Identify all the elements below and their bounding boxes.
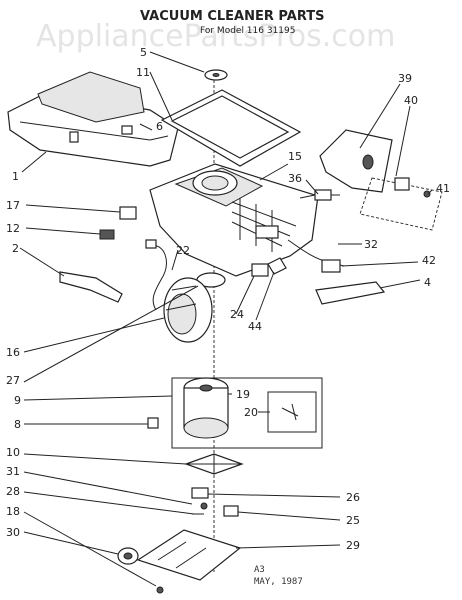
part-motor-assembly [183,377,229,439]
part-42-plug [321,259,341,273]
callout-15: 15 [288,150,302,163]
callout-12: 12 [6,222,20,235]
callouts: 5 11 6 1 39 40 15 36 41 17 12 2 22 32 42… [6,46,450,552]
callout-19: 19 [236,388,250,401]
callout-9: 9 [14,394,21,407]
callout-26: 26 [346,491,360,504]
part-main-housing [149,163,319,277]
part-motor-box [171,377,323,449]
part-20-inset [267,391,317,433]
callout-29: 29 [346,539,360,552]
part-bracket [59,271,123,303]
callout-42: 42 [422,254,436,267]
callout-11: 11 [136,66,150,79]
part-filter-holder [319,129,443,231]
part-base-plate [136,529,242,581]
callout-44: 44 [248,320,262,333]
part-26 [191,487,209,499]
callout-17: 17 [6,199,20,212]
callout-10: 10 [6,446,20,459]
callout-41: 41 [436,182,450,195]
part-44-clip [267,257,287,275]
part-fan [184,453,244,475]
part-block [99,229,115,240]
stamp-date: MAY, 1987 [254,577,303,587]
stamp-code: A3 [254,565,265,575]
diagram-subtitle: For Model 116 31195 [200,26,295,36]
callout-25: 25 [346,514,360,527]
part-31 [200,502,208,510]
diagram-title: VACUUM CLEANER PARTS [140,9,324,24]
part-lid-cover [7,71,179,167]
leader-lines [19,51,433,587]
part-24-clip [251,263,269,277]
callout-18: 18 [6,505,20,518]
callout-27: 27 [6,374,20,387]
callout-8: 8 [14,418,21,431]
callout-16: 16 [6,346,20,359]
callout-31: 31 [6,465,20,478]
callout-36: 36 [288,172,302,185]
callout-32: 32 [364,238,378,251]
callout-2: 2 [12,242,19,255]
callout-1: 1 [12,170,19,183]
part-4-latch [315,281,386,305]
part-gasket-frame [160,89,302,167]
callout-6: 6 [156,120,163,133]
part-8-screw [147,417,159,429]
callout-4: 4 [424,276,431,289]
part-motor-cover [163,277,213,343]
callout-30: 30 [6,526,20,539]
part-cord [149,245,167,311]
part-18-pin [156,586,164,594]
callout-20: 20 [244,406,258,419]
callout-5: 5 [140,46,147,59]
callout-22: 22 [176,244,190,257]
callout-40: 40 [404,94,418,107]
callout-39: 39 [398,72,412,85]
callout-24: 24 [230,308,244,321]
part-25 [223,505,239,517]
part-switch-plug [299,189,340,201]
callout-28: 28 [6,485,20,498]
watermark: AppliancePartsPros.com [36,19,395,54]
part-clip [119,206,137,220]
